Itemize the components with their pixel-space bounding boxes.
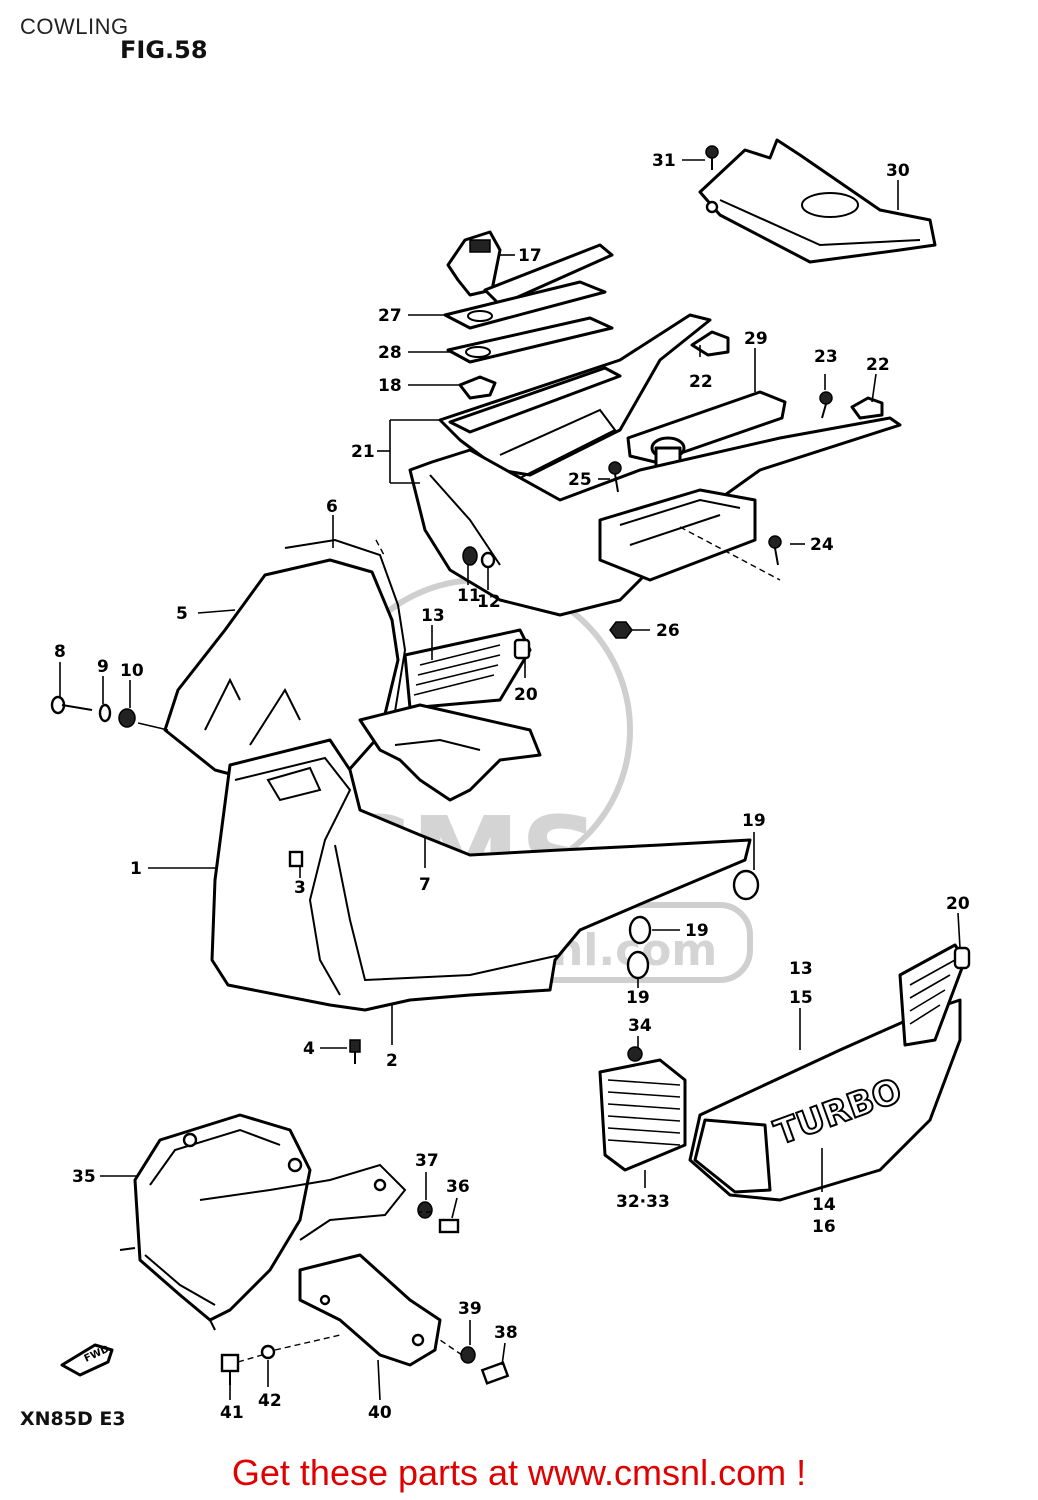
- callout-13a: 13: [421, 606, 445, 626]
- part-4-screw: [349, 1039, 361, 1064]
- callout-29: 29: [744, 329, 768, 349]
- callout-19a: 19: [742, 811, 766, 831]
- part-19-grommet-c: [626, 950, 650, 980]
- callout-20a: 20: [514, 685, 538, 705]
- part-41-bolt: [220, 1353, 240, 1385]
- part-22-clip-b: [850, 396, 884, 420]
- part-26-nut: [609, 621, 633, 639]
- callout-6: 6: [326, 497, 338, 517]
- callout-4: 4: [303, 1039, 315, 1059]
- part-upper-strip: [483, 243, 614, 307]
- part-31-screw: [705, 145, 719, 170]
- callout-19c: 19: [626, 988, 650, 1008]
- callout-8: 8: [54, 642, 66, 662]
- cta-link[interactable]: Get these parts at www.cmsnl.com !: [231, 1452, 807, 1493]
- model-code: XN85D E3: [20, 1408, 126, 1430]
- callout-18: 18: [378, 376, 402, 396]
- part-19-grommet-b: [628, 915, 652, 945]
- callout-31: 31: [652, 151, 676, 171]
- part-19-grommet-a: [732, 869, 760, 901]
- part-17-clamp: [446, 230, 502, 297]
- part-21-meter-panel: [438, 313, 712, 479]
- part-14-side-panel: TURBO: [688, 998, 962, 1202]
- callout-1: 1: [130, 859, 142, 879]
- part-25-screw: [608, 461, 622, 493]
- part-7-inner-panel: [358, 703, 542, 802]
- part-9-washer: [98, 703, 112, 723]
- part-28-plate: [446, 316, 614, 364]
- part-22-clip-a: [690, 330, 730, 357]
- callout-15: 15: [789, 988, 813, 1008]
- callout-19b: 19: [685, 921, 709, 941]
- part-lower-tray: [598, 488, 757, 582]
- page-title: COWLING: [20, 14, 129, 39]
- part-6-trim: [284, 538, 407, 731]
- callout-36: 36: [446, 1177, 470, 1197]
- callout-37: 37: [415, 1151, 439, 1171]
- callout-14: 14: [812, 1195, 836, 1215]
- part-20-grommet-upper: [513, 638, 531, 660]
- part-34-screw: [627, 1046, 643, 1062]
- callout-22b: 22: [866, 355, 890, 375]
- callout-26: 26: [656, 621, 680, 641]
- callout-17: 17: [518, 246, 542, 266]
- callout-3: 3: [294, 878, 306, 898]
- callout-12: 12: [477, 592, 501, 612]
- part-24-screw: [768, 535, 782, 566]
- callout-34: 34: [628, 1016, 652, 1036]
- part-32-33-lamp: [598, 1058, 687, 1172]
- callout-35: 35: [72, 1167, 96, 1187]
- callout-38: 38: [494, 1323, 518, 1343]
- callout-10: 10: [120, 661, 144, 681]
- callout-7: 7: [419, 875, 431, 895]
- callout-20b: 20: [946, 894, 970, 914]
- callout-32-33: 32·33: [616, 1192, 670, 1212]
- figure-label: FIG.58: [120, 36, 208, 64]
- part-13-duct-upper: [403, 628, 532, 710]
- part-30-rear-top-cover: [698, 138, 937, 264]
- part-27-plate: [443, 280, 607, 330]
- part-38-bolt: [480, 1361, 510, 1385]
- callout-28: 28: [378, 343, 402, 363]
- part-35-frame-bracket: [119, 1113, 442, 1367]
- part-42-washer: [260, 1344, 276, 1360]
- callout-13b: 13: [789, 959, 813, 979]
- part-37-washer: [417, 1201, 433, 1219]
- part-23-screw: [819, 391, 833, 419]
- callout-9: 9: [97, 657, 109, 677]
- callout-41: 41: [220, 1403, 244, 1423]
- callout-5: 5: [176, 604, 188, 624]
- callout-27: 27: [378, 306, 402, 326]
- callout-labels: 31 30 17 27 28 18 21 29 22 23 22 25 24 2…: [54, 151, 970, 1423]
- callout-23: 23: [814, 347, 838, 367]
- part-13-duct-lower: [898, 943, 967, 1047]
- callout-25: 25: [568, 470, 592, 490]
- callout-30: 30: [886, 161, 910, 181]
- part-36-bolt: [438, 1218, 460, 1234]
- part-8-bolt: [50, 695, 93, 715]
- part-39-washer: [460, 1346, 476, 1364]
- fwd-arrow-icon: FWD: [60, 1343, 114, 1377]
- part-20-grommet-lower: [953, 946, 971, 970]
- leader-lines: [59, 159, 961, 1401]
- part-1-main-cowling: [210, 738, 752, 1012]
- callout-21: 21: [351, 442, 375, 462]
- callout-24: 24: [810, 535, 834, 555]
- part-18-clip: [458, 375, 497, 400]
- callout-2: 2: [386, 1051, 398, 1071]
- callout-40: 40: [368, 1403, 392, 1423]
- callout-39: 39: [458, 1299, 482, 1319]
- part-3-bolt: [288, 850, 304, 868]
- callout-22a: 22: [689, 372, 713, 392]
- callout-16: 16: [812, 1217, 836, 1237]
- callout-11: 11: [457, 586, 481, 606]
- part-10-nut: [118, 708, 136, 728]
- callout-42: 42: [258, 1391, 282, 1411]
